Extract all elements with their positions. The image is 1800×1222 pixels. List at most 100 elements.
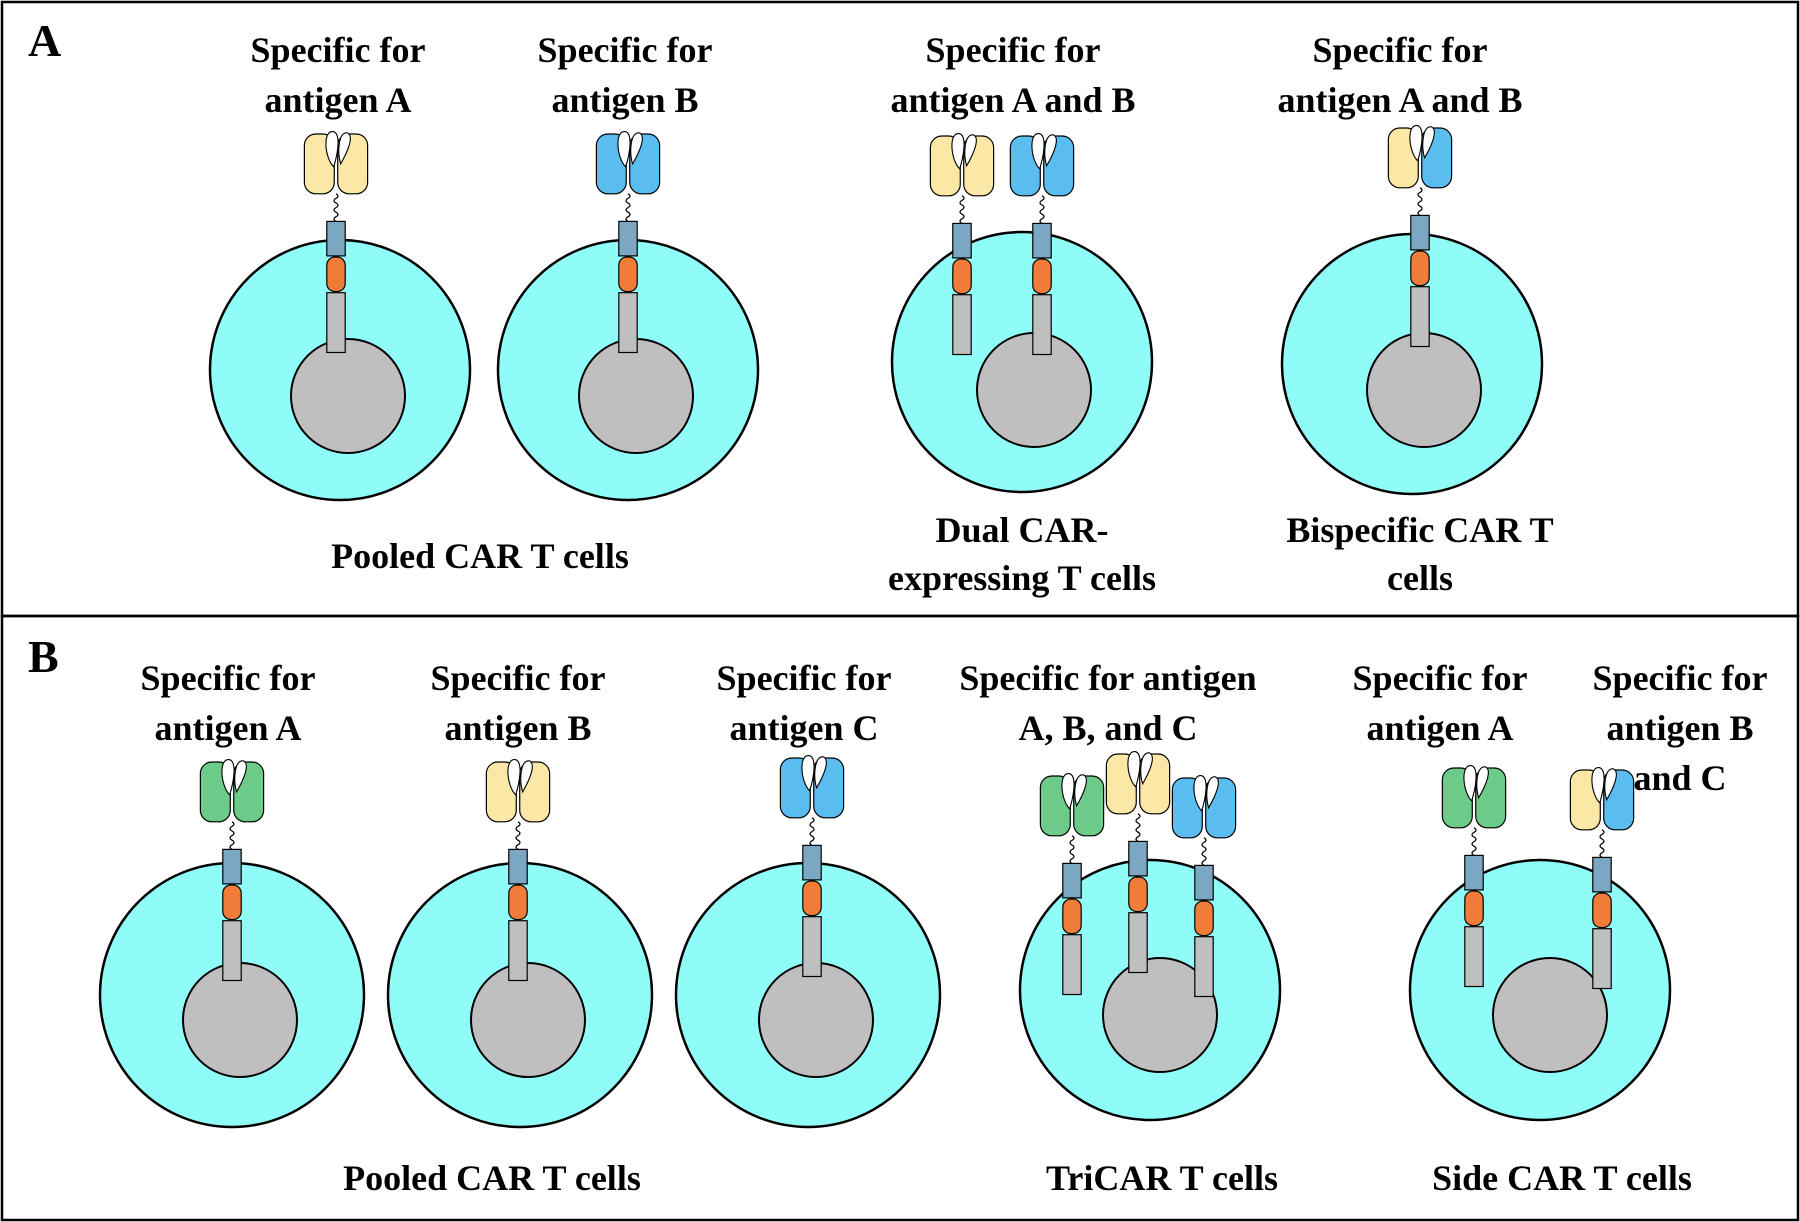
light-chain-loop [1140, 752, 1153, 786]
hinge-domain [1128, 840, 1148, 877]
group-label-line: cells [1387, 558, 1453, 598]
cell [1018, 858, 1282, 1122]
intracellular-domain [326, 292, 346, 354]
signaling-domain [618, 256, 638, 293]
light-chain-loop [520, 760, 533, 794]
car-receptor [1105, 751, 1171, 974]
intracellular-domain [1128, 912, 1148, 974]
linker [515, 821, 521, 850]
car-receptor [199, 759, 265, 982]
linker [959, 195, 965, 224]
linker [1599, 829, 1605, 858]
hinge-domain [952, 222, 972, 259]
specificity-label-line: antigen A [154, 708, 301, 748]
intracellular-domain [618, 292, 638, 354]
nucleus [758, 962, 874, 1078]
cell [208, 238, 472, 502]
car-receptor [485, 759, 551, 982]
specificity-label-line: Specific for antigen [959, 658, 1256, 698]
light-chain-loop [1127, 751, 1141, 788]
light-chain-loop [617, 131, 631, 168]
hinge-domain [222, 848, 242, 885]
light-chain-loop [1409, 125, 1423, 162]
specificity-label: Specific for antigen B [431, 658, 606, 748]
light-chain-loop [964, 134, 977, 168]
signaling-domain [802, 880, 822, 917]
intracellular-domain [508, 920, 528, 982]
specificity-label-line: Specific for [251, 30, 426, 70]
group-label: Side CAR T cells [1432, 1158, 1692, 1198]
intracellular-domain [1464, 926, 1484, 988]
light-chain-loop [221, 759, 235, 796]
signaling-domain [1194, 900, 1214, 937]
intracellular-domain [1592, 928, 1612, 990]
light-chain-loop [1074, 774, 1087, 808]
specificity-label-line: antigen A and B [890, 80, 1135, 120]
specificity-label-line: Specific for [431, 658, 606, 698]
linker [1201, 837, 1207, 866]
light-chain-loop [507, 759, 521, 796]
car-receptor [303, 131, 369, 354]
cell [98, 861, 366, 1129]
panel-letter: B [28, 631, 59, 682]
light-chain-loop [325, 131, 339, 168]
light-chain-loop [814, 756, 827, 790]
intracellular-domain [1032, 294, 1052, 356]
signaling-domain [1032, 258, 1052, 295]
signaling-domain [1062, 898, 1082, 935]
nucleus [290, 338, 406, 454]
specificity-label-line: Specific for [926, 30, 1101, 70]
light-chain-loop [801, 755, 815, 792]
specificity-label-line: A, B, and C [1018, 708, 1197, 748]
car-receptor [929, 133, 995, 356]
nucleus [1102, 957, 1218, 1073]
linker [229, 821, 235, 850]
light-chain-loop [1031, 133, 1045, 170]
specificity-label-line: antigen B [444, 708, 591, 748]
specificity-label: Specific for antigen A [141, 658, 316, 748]
car-receptor [1569, 767, 1635, 990]
group-label-line: Pooled CAR T cells [343, 1158, 641, 1198]
group-label: Dual CAR-expressing T cells [888, 510, 1156, 598]
group-label: Pooled CAR T cells [343, 1158, 641, 1198]
panel-b: B Specific for antigen A Specific for antige… [28, 631, 1767, 1198]
intracellular-domain [802, 916, 822, 978]
cell [890, 230, 1154, 494]
signaling-domain [1410, 250, 1430, 287]
specificity-label-line: Specific for [141, 658, 316, 698]
hinge-domain [1062, 862, 1082, 899]
specificity-label-line: antigen B [1606, 708, 1753, 748]
linker [1069, 835, 1075, 864]
group-label-line: Bispecific CAR T [1286, 510, 1553, 550]
signaling-domain [508, 884, 528, 921]
hinge-domain [1194, 864, 1214, 901]
signaling-domain [1128, 876, 1148, 913]
specificity-label-line: antigen B [551, 80, 698, 120]
hinge-domain [1032, 222, 1052, 259]
specificity-label: Specific for antigen A and B [890, 30, 1135, 120]
panel-b-frame [0, 614, 1800, 1222]
nucleus [1492, 957, 1608, 1073]
light-chain-loop [234, 760, 247, 794]
specificity-label-line: Specific for [1593, 658, 1768, 698]
hinge-domain [1464, 854, 1484, 891]
light-chain-loop [1476, 766, 1489, 800]
group-label: Bispecific CAR T cells [1286, 510, 1553, 598]
linker [1039, 195, 1045, 224]
hinge-domain [1410, 214, 1430, 251]
car-receptor [1171, 775, 1237, 998]
cell [386, 861, 654, 1129]
hinge-domain [802, 844, 822, 881]
light-chain-loop [338, 132, 351, 166]
light-chain-loop [1463, 765, 1477, 802]
signaling-domain [952, 258, 972, 295]
light-chain-loop [630, 132, 643, 166]
cell [1408, 858, 1672, 1122]
hinge-domain [326, 220, 346, 257]
